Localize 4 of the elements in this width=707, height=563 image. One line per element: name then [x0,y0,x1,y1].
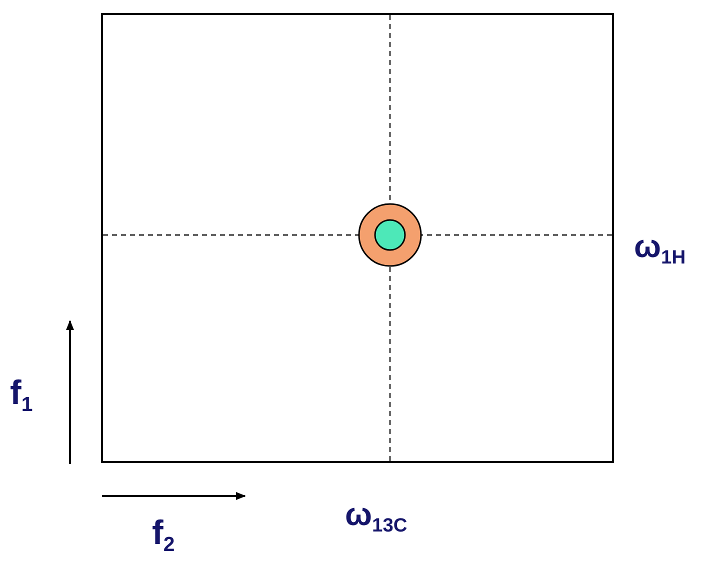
axis-label: ω$_{1H}$ [634,230,686,268]
axis-label: f$_{2}$ [152,516,175,556]
axis-label: ω$_{13C}$ [345,498,408,536]
axis-label: f$_{1}$ [10,376,33,416]
